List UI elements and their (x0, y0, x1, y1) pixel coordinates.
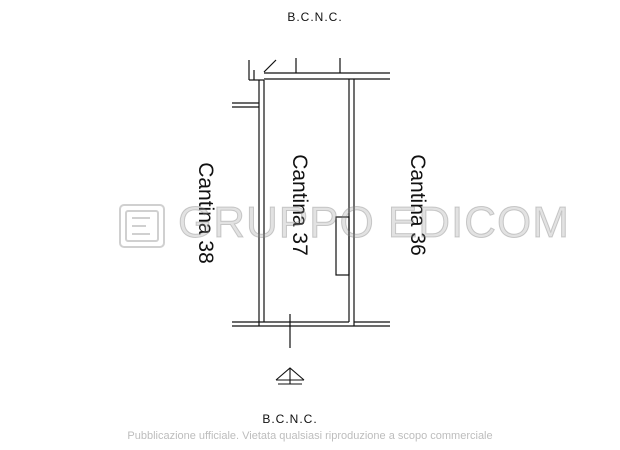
entrance-arrow-icon (275, 367, 305, 385)
watermark-logo-icon (119, 204, 165, 248)
wall-niche (335, 216, 350, 276)
top-common-area-label: B.C.N.C. (287, 10, 343, 24)
footer-disclaimer: Pubblicazione ufficiale. Vietata qualsia… (127, 430, 493, 442)
watermark-text: GRUPPO EDICOM (178, 198, 570, 248)
bottom-common-area-label: B.C.N.C. (262, 412, 318, 426)
corner-diagonal (263, 59, 277, 73)
